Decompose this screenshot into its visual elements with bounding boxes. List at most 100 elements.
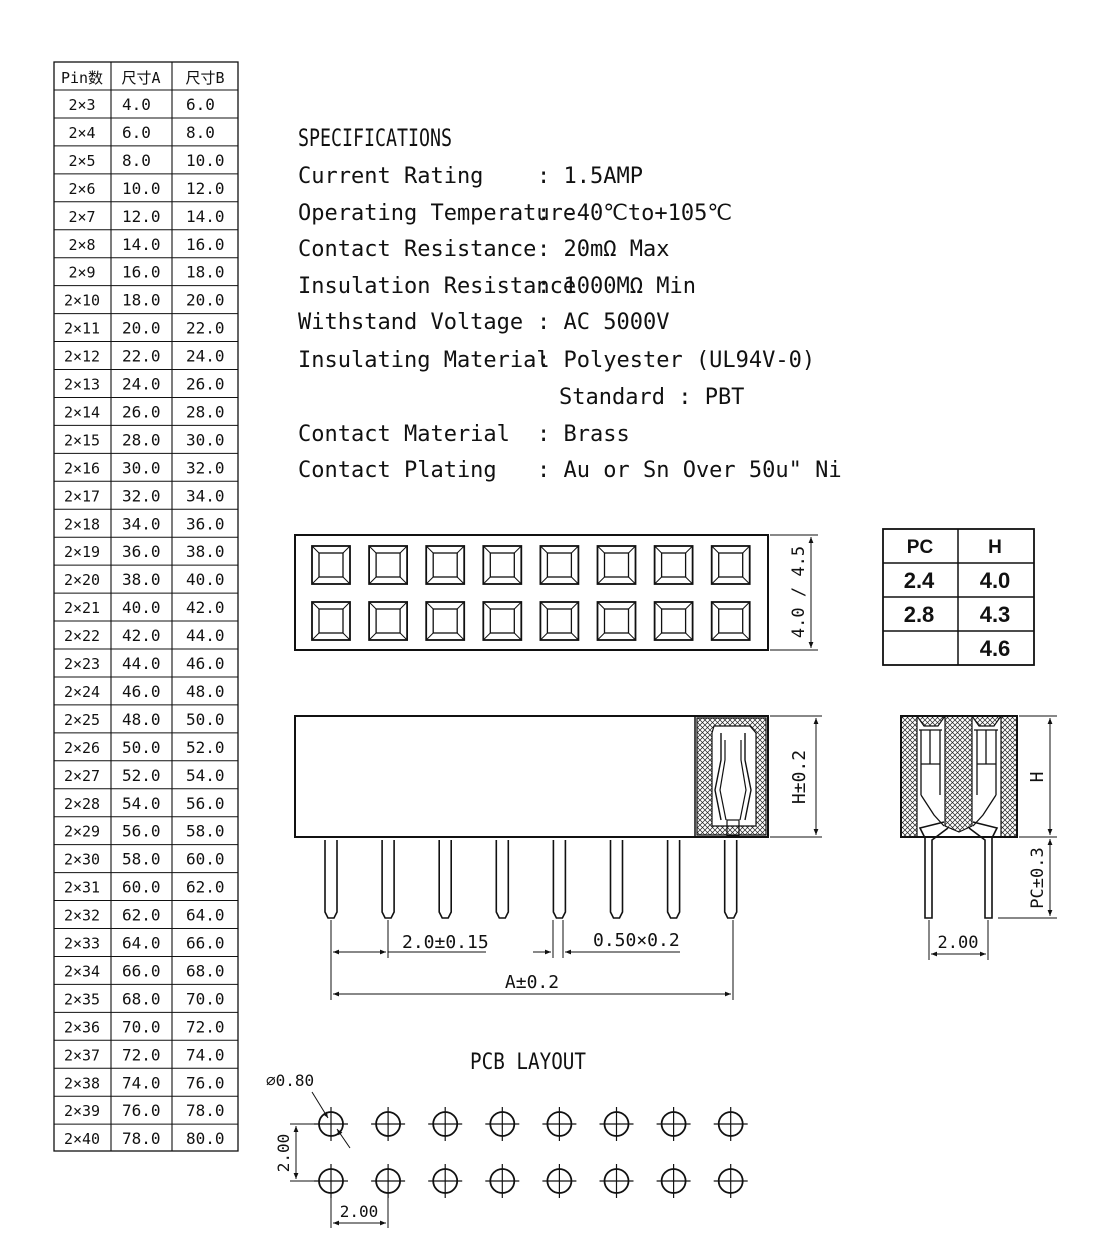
size-b-cell: 68.0: [186, 961, 225, 980]
size-a-cell: 6.0: [122, 123, 151, 142]
pin-count-cell: 2×16: [64, 459, 100, 477]
size-a-cell: 76.0: [122, 1101, 161, 1120]
size-a-cell: 4.0: [122, 95, 151, 114]
pin-count-cell: 2×17: [64, 487, 100, 505]
pin-count-cell: 2×4: [68, 124, 95, 142]
pcb-hole: [542, 1164, 577, 1198]
contact-cavity: [710, 601, 751, 641]
specifications-block: SPECIFICATIONS Current Rating: 1.5AMPOpe…: [298, 124, 842, 483]
pitch-dimension: 2.0±0.15: [402, 932, 489, 953]
size-a-cell: 38.0: [122, 570, 161, 589]
pin-count-cell: 2×32: [64, 907, 100, 925]
pin-count-cell: 2×36: [64, 1018, 100, 1036]
pin-count-cell: 2×23: [64, 655, 100, 673]
spec-value: : -40℃to+105℃: [537, 201, 732, 226]
size-a-cell: 18.0: [122, 291, 161, 310]
pin-count-cell: 2×38: [64, 1074, 100, 1092]
size-a-cell: 22.0: [122, 347, 161, 366]
pin-count-cell: 2×35: [64, 990, 100, 1008]
pc-table-cell: 4.3: [980, 602, 1011, 627]
size-b-cell: 80.0: [186, 1129, 225, 1148]
pcb-hole: [656, 1164, 691, 1198]
contact-cavity: [653, 601, 694, 641]
size-b-cell: 52.0: [186, 738, 225, 757]
size-b-cell: 24.0: [186, 347, 225, 366]
pin-count-cell: 2×21: [64, 599, 100, 617]
pin-count-cell: 2×27: [64, 767, 100, 785]
contact-cavity: [311, 601, 351, 641]
size-a-cell: 42.0: [122, 626, 161, 645]
size-b-cell: 34.0: [186, 486, 225, 505]
size-b-cell: 8.0: [186, 123, 215, 142]
size-a-cell: 64.0: [122, 934, 161, 953]
pcb-hole: [428, 1107, 463, 1141]
size-a-cell: 72.0: [122, 1045, 161, 1064]
pin: [609, 840, 624, 919]
size-a-cell: 60.0: [122, 878, 161, 897]
size-b-cell: 22.0: [186, 319, 225, 338]
pin: [438, 840, 452, 919]
pin-count-cell: 2×37: [64, 1046, 100, 1064]
size-a-cell: 20.0: [122, 319, 161, 338]
pcb-hole: [371, 1107, 406, 1141]
pin: [381, 840, 395, 919]
pc-table-header-pc: PC: [907, 537, 934, 558]
size-a-cell: 48.0: [122, 710, 161, 729]
size-b-cell: 32.0: [186, 458, 225, 477]
size-b-cell: 30.0: [186, 430, 225, 449]
pin-count-cell: 2×14: [64, 403, 100, 421]
size-b-cell: 54.0: [186, 766, 225, 785]
contact-cavity: [596, 601, 637, 641]
pin-count-cell: 2×11: [64, 320, 100, 338]
size-a-cell: 12.0: [122, 207, 161, 226]
size-b-cell: 48.0: [186, 682, 225, 701]
size-b-cell: 10.0: [186, 151, 225, 170]
size-b-cell: 72.0: [186, 1017, 225, 1036]
size-b-cell: 26.0: [186, 375, 225, 394]
pcb-hole: [542, 1107, 577, 1141]
size-a-cell: 14.0: [122, 235, 161, 254]
size-b-cell: 56.0: [186, 794, 225, 813]
pin-count-cell: 2×24: [64, 683, 100, 701]
row-pitch-label: 2.00: [274, 1134, 293, 1173]
size-a-cell: 28.0: [122, 430, 161, 449]
contact-cavity: [596, 545, 637, 585]
size-a-cell: 46.0: [122, 682, 161, 701]
pin-count-cell: 2×30: [64, 851, 100, 869]
size-b-cell: 12.0: [186, 179, 225, 198]
pin-count-cell: 2×26: [64, 739, 100, 757]
contact-cavity: [311, 545, 351, 585]
size-a-cell: 24.0: [122, 375, 161, 394]
contact-cavity: [482, 545, 523, 585]
pin-count-cell: 2×34: [64, 962, 100, 980]
pc-table-cell: 4.6: [980, 636, 1011, 661]
size-a-cell: 40.0: [122, 598, 161, 617]
top-height-dimension: 4.0 / 4.5: [789, 546, 809, 638]
pcb-hole: [485, 1164, 520, 1198]
size-b-cell: 14.0: [186, 207, 225, 226]
size-b-cell: 40.0: [186, 570, 225, 589]
pcb-hole: [713, 1164, 748, 1198]
spec-label: Withstand Voltage: [298, 310, 523, 335]
contact-cavity: [368, 601, 409, 641]
pin-size-dimension: 0.50×0.2: [593, 930, 680, 951]
size-b-cell: 70.0: [186, 989, 225, 1008]
pin-count-cell: 2×15: [64, 431, 100, 449]
size-b-cell: 38.0: [186, 542, 225, 561]
pcb-hole: [713, 1107, 748, 1141]
contact-cavity: [710, 545, 751, 585]
pcb-layout-title: PCB LAYOUT: [470, 1050, 586, 1075]
pin-table-header-size-a: 尺寸A: [121, 69, 160, 87]
pin-count-cell: 2×25: [64, 711, 100, 729]
size-a-cell: 50.0: [122, 738, 161, 757]
size-b-cell: 50.0: [186, 710, 225, 729]
spec-label: Operating Temperature: [298, 201, 576, 226]
pin: [552, 840, 567, 919]
pin: [666, 840, 681, 919]
top-view: 4.0 / 4.5: [294, 534, 818, 651]
pin-count-cell: 2×20: [64, 571, 100, 589]
spec-value: : 1.5AMP: [537, 164, 643, 189]
pin: [324, 840, 338, 919]
